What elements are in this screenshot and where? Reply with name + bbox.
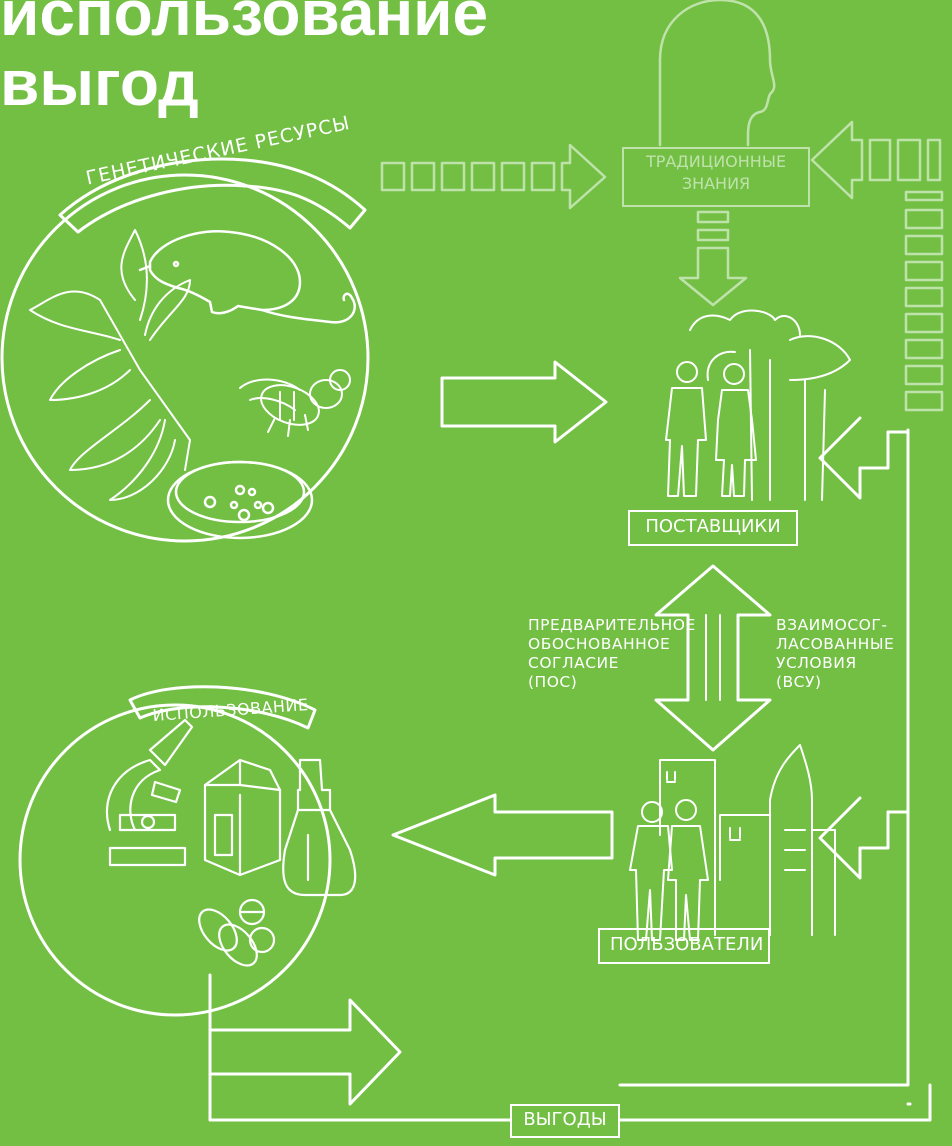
arrow-to-usage: [391, 793, 614, 877]
arrow-to-suppliers: [440, 360, 608, 444]
pic-label: ПРЕДВАРИТЕЛЬНОЕ ОБОСНОВАННОЕ СОГЛАСИЕ (П…: [528, 616, 696, 692]
benefits-arrow: [208, 998, 402, 1106]
traditional-knowledge-label: ТРАДИЦИОННЫЕ ЗНАНИЯ: [622, 147, 810, 207]
petri-dish-icon: [166, 460, 314, 540]
users-label: ПОЛЬЗОВАТЕЛИ: [598, 928, 770, 964]
benefits-label: ВЫГОДЫ: [510, 1104, 620, 1138]
head-icon: [658, 0, 776, 147]
agreement-double-arrow: [654, 564, 772, 752]
mat-line-4: (ВСУ): [776, 673, 822, 691]
leaf-icon: [29, 229, 191, 501]
bee-icon: [239, 369, 351, 437]
suppliers-illustration: [665, 309, 851, 501]
mat-line-2: ЛАСОВАННЫЕ: [776, 635, 895, 653]
usage-circle: [18, 703, 332, 1017]
pic-line-1: ПРЕДВАРИТЕЛЬНОЕ: [528, 616, 696, 634]
page-title: использование выгод: [0, 0, 488, 119]
mat-line-1: ВЗАИМОСОГ-: [776, 616, 888, 634]
pic-line-2: ОБОСНОВАННОЕ: [528, 635, 671, 653]
title-line-2: выгод: [0, 47, 199, 120]
pic-line-4: (ПОС): [528, 673, 578, 691]
carton-icon: [203, 758, 282, 877]
genetic-resources-circle: [0, 173, 370, 543]
title-line-1: использование: [0, 0, 489, 49]
pills-icon: [198, 898, 276, 967]
users-illustration: [629, 744, 836, 941]
pic-line-3: СОГЛАСИЕ: [528, 654, 619, 672]
genetic-resources-banner: [58, 157, 367, 234]
traditional-knowledge-artwork: [380, 0, 944, 412]
usage-banner: [128, 685, 317, 730]
spray-bottle-icon: [282, 758, 357, 897]
microscope-icon: [105, 718, 194, 867]
traditional-knowledge-line-2: ЗНАНИЯ: [681, 174, 751, 193]
traditional-knowledge-line-1: ТРАДИЦИОННЫЕ: [645, 152, 787, 171]
benefits-flow-line: [208, 973, 512, 1122]
suppliers-label: ПОСТАВЩИКИ: [628, 510, 798, 546]
mat-label: ВЗАИМОСОГ- ЛАСОВАННЫЕ УСЛОВИЯ (ВСУ): [776, 616, 894, 692]
mouse-icon: [138, 230, 356, 324]
mat-line-3: УСЛОВИЯ: [776, 654, 857, 672]
benefits-loop-line: [618, 428, 910, 1087]
